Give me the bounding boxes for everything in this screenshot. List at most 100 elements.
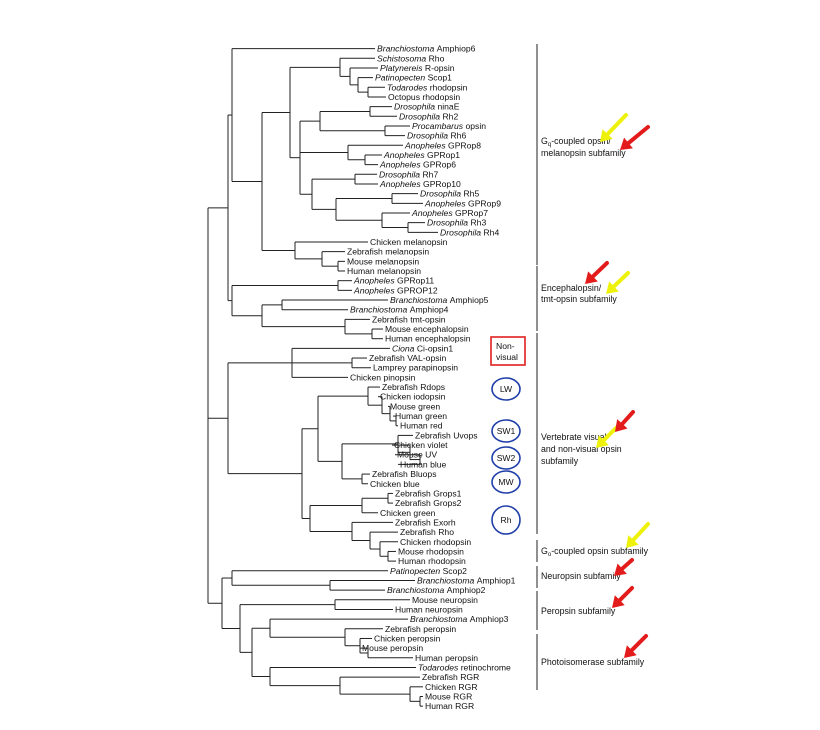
arrow-shaft	[601, 426, 618, 443]
taxon-genus: Anopheles	[404, 140, 448, 150]
taxon-label: Chicken peropsin	[374, 633, 441, 643]
taxon-label: Mouse RGR	[425, 691, 472, 701]
taxon-name: Human green	[395, 411, 447, 421]
tree-branches	[207, 48, 438, 707]
arrow-yellow	[600, 113, 628, 142]
taxon-name: Rho	[429, 53, 445, 63]
taxon-label: Drosophila ninaE	[394, 102, 460, 112]
taxon-label: Schistosoma Rho	[377, 53, 445, 63]
taxon-name: Chicken peropsin	[374, 633, 441, 643]
arrow-head	[596, 435, 609, 448]
taxon-name: Mouse peropsin	[362, 643, 423, 653]
taxon-label: Chicken RGR	[425, 682, 478, 692]
arrow-red	[612, 586, 634, 608]
arrow-head	[600, 129, 613, 142]
nonvisual-label: visual	[496, 352, 518, 362]
taxon-label: Drosophila Rh4	[440, 227, 499, 237]
taxon-genus: Platynereis	[380, 63, 425, 73]
group-label: melanopsin subfamily	[541, 148, 626, 158]
arrow-shaft	[617, 586, 634, 603]
taxon-name: Chicken iodopsin	[380, 392, 446, 402]
taxon-name: Human red	[400, 421, 443, 431]
arrow-head	[620, 137, 633, 150]
group-label: Vertebrate visual	[541, 432, 607, 442]
arrow-red	[620, 125, 650, 150]
taxon-label: Branchiostoma Amphiop5	[390, 295, 489, 305]
group-labels: Gq-coupled opsin/melanopsin subfamilyEnc…	[541, 136, 649, 667]
taxon-genus: Anopheles	[383, 150, 427, 160]
taxon-label: Branchiostoma Amphiop3	[410, 614, 509, 624]
taxon-label: Zebrafish melanopsin	[347, 247, 429, 257]
taxon-genus: Patinopecten	[375, 73, 428, 83]
taxon-label: Mouse green	[390, 401, 440, 411]
group-label: subfamily	[541, 456, 579, 466]
taxon-name: Scop1	[428, 73, 453, 83]
taxon-name: GPRop7	[455, 208, 488, 218]
taxon-label: Ciona Ci-opsin1	[392, 343, 453, 353]
taxon-name: Zebrafish Rho	[400, 527, 454, 537]
taxon-label: Mouse neuropsin	[412, 595, 478, 605]
arrow-head	[612, 595, 625, 608]
arrow-head	[614, 563, 627, 576]
taxon-label: Zebrafish peropsin	[385, 624, 456, 634]
taxon-label: Human red	[400, 421, 443, 431]
subgroup-circle-lw	[491, 377, 521, 401]
taxon-name: Zebrafish Bluops	[372, 469, 437, 479]
taxon-genus: Anopheles	[424, 198, 468, 208]
taxon-label: Chicken blue	[370, 479, 420, 489]
taxon-name: Chicken green	[380, 508, 436, 518]
taxon-genus: Branchiostoma	[410, 614, 470, 624]
taxon-genus: Drosophila	[440, 227, 483, 237]
taxon-genus: Branchiostoma	[350, 305, 410, 315]
taxon-name: Chicken violet	[394, 440, 448, 450]
subgroup-circle-sw2	[491, 446, 521, 470]
taxon-genus: Branchiostoma	[387, 585, 447, 595]
taxon-genus: Branchiostoma	[417, 575, 477, 585]
taxon-label: Zebrafish Rho	[400, 527, 454, 537]
taxon-label: Zebrafish Exorh	[395, 517, 456, 527]
group-label: Go-coupled opsin subfamily	[541, 546, 649, 558]
taxon-label: Chicken rhodopsin	[400, 537, 471, 547]
taxon-label: Drosophila Rh5	[420, 189, 479, 199]
taxon-name: GPRop11	[397, 276, 434, 286]
subgroup-circle-mw	[491, 470, 521, 494]
taxon-name: Mouse neuropsin	[412, 595, 478, 605]
taxon-name: Lamprey parapinopsin	[373, 363, 458, 373]
taxon-genus: Drosophila	[427, 218, 470, 228]
taxon-name: Amphiop5	[450, 295, 489, 305]
taxon-label: Zebrafish Grops2	[395, 498, 462, 508]
group-label: Peropsin subfamily	[541, 606, 616, 616]
taxon-name: Mouse UV	[397, 450, 437, 460]
taxon-name: Zebrafish tmt-opsin	[372, 314, 446, 324]
taxon-label: Human encephalopsin	[385, 334, 471, 344]
taxon-name: GPRop10	[423, 179, 461, 189]
taxon-label: Chicken green	[380, 508, 436, 518]
annotation-arrows	[585, 113, 650, 658]
taxon-label: Zebrafish RGR	[422, 672, 479, 682]
taxon-label: Zebrafish Bluops	[372, 469, 437, 479]
taxon-genus: Drosophila	[407, 131, 450, 141]
arrow-shaft	[611, 271, 630, 289]
taxon-name: Rh3	[470, 218, 486, 228]
taxon-label: Drosophila Rh6	[407, 131, 466, 141]
taxon-label: Human RGR	[425, 701, 474, 711]
arrow-head	[585, 271, 598, 284]
taxon-name: Zebrafish Uvops	[415, 430, 478, 440]
taxon-label: Chicken pinopsin	[350, 372, 416, 382]
group-label: Gq-coupled opsin/	[541, 136, 611, 148]
arrow-shaft	[590, 261, 609, 279]
taxon-label: Todarodes rhodopsin	[387, 82, 468, 92]
group-label: Photoisomerase subfamily	[541, 657, 645, 667]
taxon-name: Zebrafish VAL-opsin	[369, 353, 446, 363]
taxon-label: Zebrafish Rdops	[382, 382, 445, 392]
arrow-head	[615, 419, 628, 432]
taxon-name: Rh2	[442, 111, 458, 121]
taxon-label: Drosophila Rh2	[399, 111, 458, 121]
taxon-label: Anopheles GPRop1	[383, 150, 460, 160]
taxon-name: Zebrafish RGR	[422, 672, 479, 682]
taxon-label: Todarodes retinochrome	[418, 662, 511, 672]
taxon-genus: Ciona	[392, 343, 417, 353]
taxon-name: retinochrome	[461, 662, 511, 672]
subgroup-circle-rh	[491, 505, 521, 535]
taxon-name: Human blue	[400, 459, 447, 469]
